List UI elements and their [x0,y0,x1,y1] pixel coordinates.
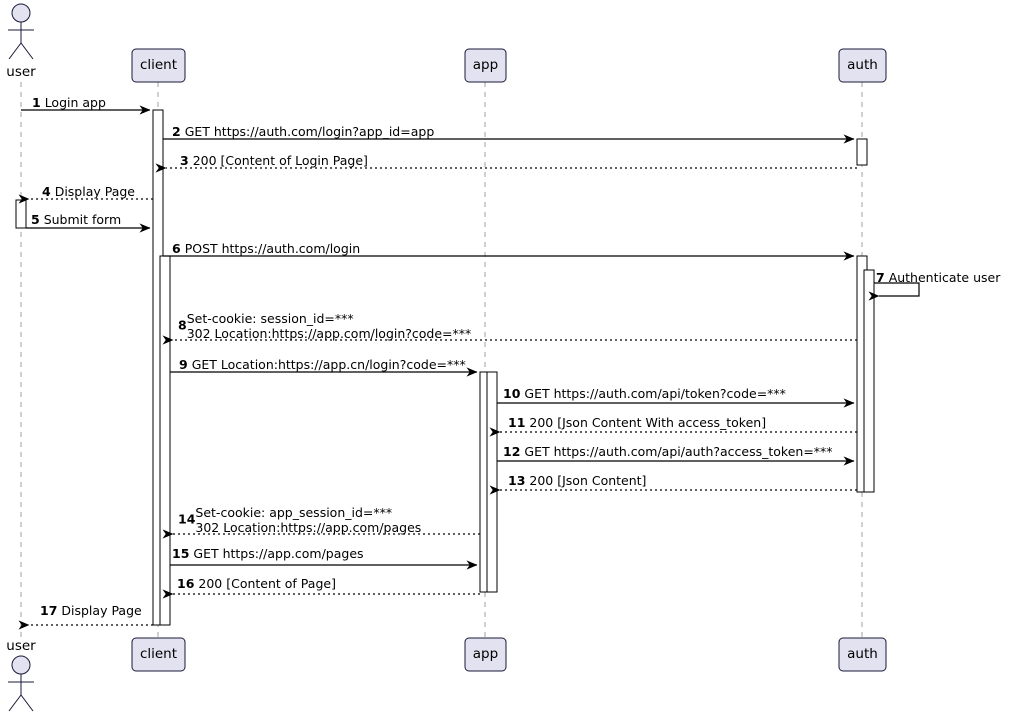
message-number-4: 4 [42,184,51,199]
message-text-2: GET https://auth.com/login?app_id=app [184,124,435,139]
message-text-12: GET https://auth.com/api/auth?access_tok… [524,444,833,459]
activation-bar-app-inner [486,371,498,593]
activation-bars [15,109,875,626]
message-text-6: POST https://auth.com/login [184,241,361,256]
message-label-1: 1 Login app [32,95,106,110]
message-label-12: 12 GET https://auth.com/api/auth?access_… [503,444,833,459]
message-text-14-line1: Set-cookie: app_session_id=*** [195,505,393,520]
message-label-13: 13 200 [Json Content] [508,473,646,488]
message-text-11: 200 [Json Content With access_token] [529,415,767,430]
message-text-9: GET Location:https://app.cn/login?code=*… [191,357,466,372]
message-number-14: 14 [178,511,196,527]
actor-user-top [8,3,34,60]
message-label-4: 4 Display Page [42,184,135,199]
message-label-2: 2 GET https://auth.com/login?app_id=app [172,124,434,139]
message-number-10: 10 [503,386,521,401]
arrow-msg-7 [868,282,920,301]
actor-head-icon [11,3,31,23]
participant-box-app-bottom[interactable] [464,637,507,672]
activation-bar-auth-self [863,269,875,493]
message-label-7: 7 Authenticate user [876,270,1000,285]
message-text-4: Display Page [54,184,135,199]
message-arrows [18,105,920,630]
participant-label-client-bottom: client [139,646,178,662]
message-number-7: 7 [876,270,885,285]
participant-label-app-bottom: app [472,646,499,662]
participant-label-auth-top: auth [847,57,878,73]
message-label-3: 3 200 [Content of Login Page] [180,153,368,168]
message-number-17: 17 [40,603,58,618]
actor-leg-right [20,42,34,60]
message-label-6: 6 POST https://auth.com/login [172,241,360,256]
actor-leg-right-bottom [20,694,34,712]
message-number-12: 12 [503,444,521,459]
actor-head-icon-bottom [11,655,31,675]
message-text-16: 200 [Content of Page] [198,576,336,591]
actor-label-user-top: user [6,64,36,80]
message-text-17: Display Page [61,603,142,618]
participant-box-app-top[interactable] [464,48,507,83]
message-text-10: GET https://auth.com/api/token?code=*** [524,386,786,401]
message-text-8-line1: Set-cookie: session_id=*** [186,311,354,326]
message-label-15: 15 GET https://app.com/pages [172,546,364,561]
actor-leg-left-bottom [8,694,22,712]
activation-bar-client-inner [159,255,171,626]
message-text-8-line2: 302 Location:https://app.com/login?code=… [186,326,472,341]
message-label-11: 11 200 [Json Content With access_token] [508,415,766,430]
message-text-3: 200 [Content of Login Page] [192,153,368,168]
message-text-15: GET https://app.com/pages [193,546,364,561]
message-label-9: 9 GET Location:https://app.cn/login?code… [179,357,466,372]
message-text-14-line2: 302 Location:https://app.com/pages [195,520,422,535]
actor-user-bottom [8,655,34,712]
message-number-6: 6 [172,241,181,256]
participant-box-client-top[interactable] [131,48,186,83]
participant-label-app-top: app [472,57,499,73]
actor-label-user-bottom: user [6,638,36,654]
message-number-9: 9 [179,357,188,372]
message-number-2: 2 [172,124,181,139]
message-text-1: Login app [44,95,106,110]
participant-box-auth-bottom[interactable] [838,637,887,672]
message-number-11: 11 [508,415,526,430]
participant-box-client-bottom[interactable] [131,637,186,672]
message-label-17: 17 Display Page [40,603,142,618]
message-text-13: 200 [Json Content] [529,473,647,488]
participant-boxes-bottom [131,637,887,672]
participant-label-auth-bottom: auth [847,646,878,662]
message-number-16: 16 [177,576,195,591]
message-number-5: 5 [31,212,40,227]
activation-bar-user [15,199,27,229]
message-label-5: 5 Submit form [31,212,121,227]
message-label-16: 16 200 [Content of Page] [177,576,336,591]
activation-bar-auth-1 [856,138,868,166]
message-number-15: 15 [172,546,190,561]
message-text-5: Submit form [43,212,122,227]
message-text-7: Authenticate user [888,270,1001,285]
message-number-1: 1 [32,95,41,110]
message-label-10: 10 GET https://auth.com/api/token?code=*… [503,386,786,401]
participant-label-client-top: client [139,57,178,73]
participant-box-auth-top[interactable] [838,48,887,83]
participant-boxes-top [131,48,887,83]
message-number-8: 8 [178,317,187,333]
message-number-13: 13 [508,473,526,488]
actor-leg-left [8,42,22,60]
message-number-3: 3 [180,153,189,168]
